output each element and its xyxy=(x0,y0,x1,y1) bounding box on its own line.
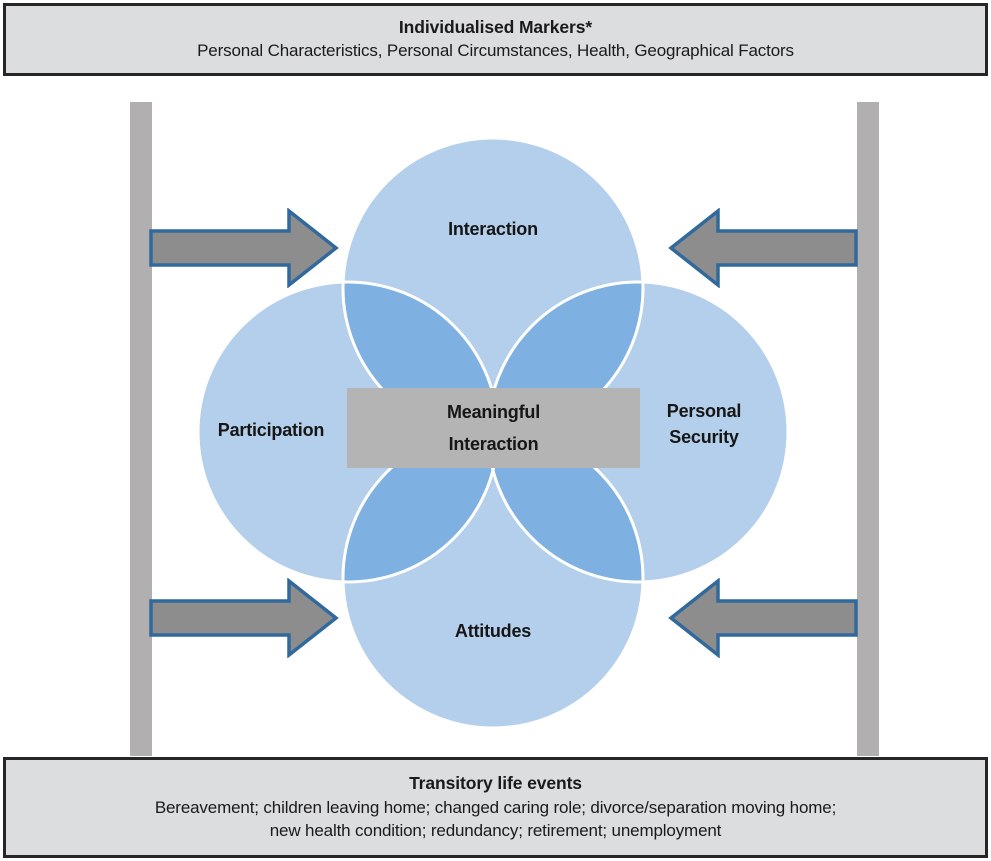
bottom-banner-line-1: Bereavement; children leaving home; chan… xyxy=(154,797,837,817)
label-participation: Participation xyxy=(217,420,325,440)
meaningful-interaction-box: Meaningful Interaction xyxy=(347,388,640,468)
top-banner-subtitle: Personal Characteristics, Personal Circu… xyxy=(197,41,794,61)
label-personal-security: Personal Security xyxy=(666,401,742,448)
bottom-banner-line-2: new health condition; redundancy; retire… xyxy=(269,821,722,841)
bottom-banner-title: Transitory life events xyxy=(409,772,582,793)
arrow-bottom-right xyxy=(668,578,858,658)
arrow-bottom-left xyxy=(149,578,339,658)
right-vertical-bar xyxy=(857,102,879,756)
individualised-markers-banner: Individualised Markers* Personal Charact… xyxy=(3,3,988,76)
label-interaction: Interaction xyxy=(448,219,538,239)
transitory-life-events-banner: Transitory life events Bereavement; chil… xyxy=(3,757,988,858)
arrow-top-right xyxy=(668,208,858,288)
left-vertical-bar xyxy=(130,102,152,756)
top-banner-title: Individualised Markers* xyxy=(398,16,593,37)
center-box-line-1: Meaningful xyxy=(447,402,540,422)
center-box-line-2: Interaction xyxy=(448,434,539,454)
label-attitudes: Attitudes xyxy=(454,621,532,641)
arrow-top-left xyxy=(149,208,339,288)
